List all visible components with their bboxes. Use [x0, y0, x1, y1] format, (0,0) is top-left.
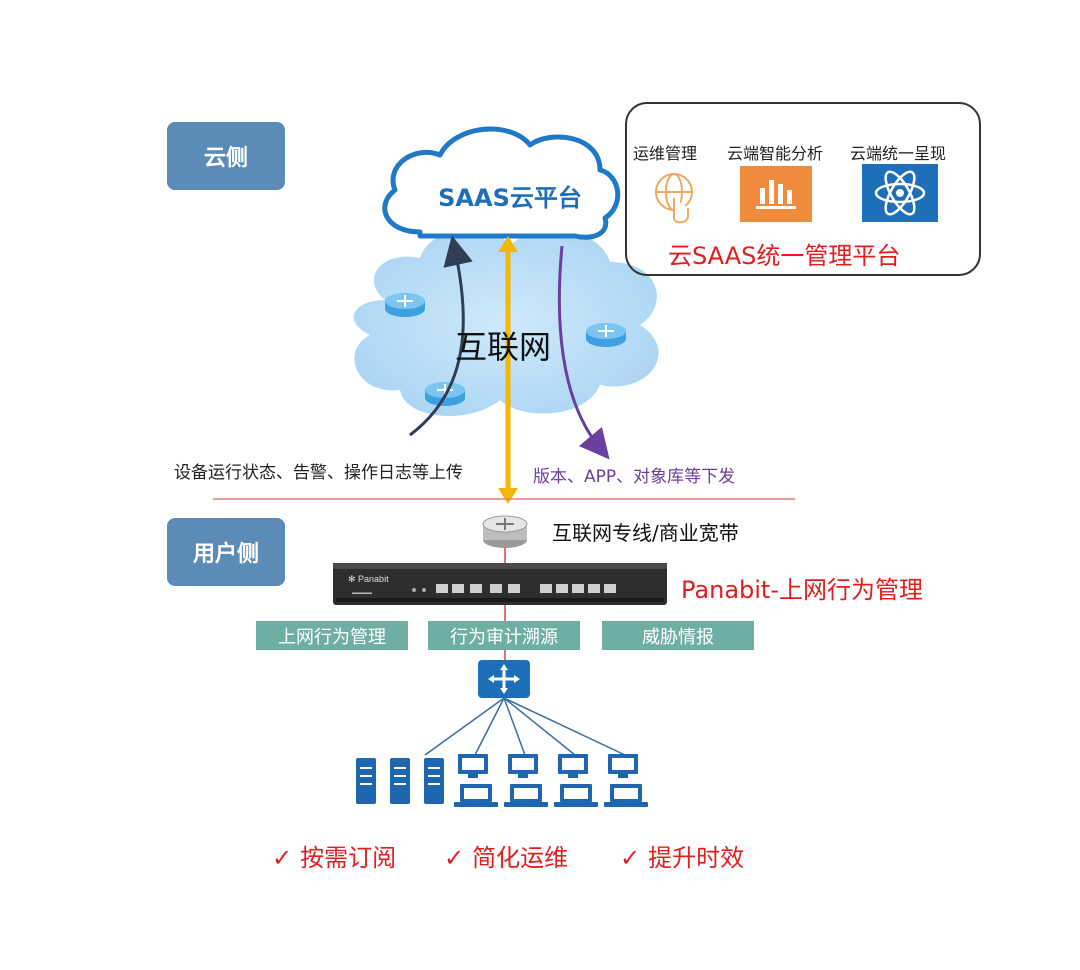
appliance-brand: ✻ Panabit: [348, 574, 389, 584]
upload-arrow: [409, 235, 473, 437]
switch-icon: [478, 660, 530, 698]
download-caption: 版本、APP、对象库等下发: [533, 467, 736, 487]
feature-tag: 上网行为管理: [256, 621, 408, 650]
user-side-label: 用户侧: [192, 542, 259, 567]
download-arrow: [557, 245, 610, 460]
panabit-appliance: ✻ Panabit ▬▬▬▬: [333, 563, 667, 605]
server-icon: [356, 758, 444, 804]
feature-tag: 行为审计溯源: [428, 621, 580, 650]
user-side-badge: 用户侧: [167, 518, 285, 586]
feature-tag: 威胁情报: [602, 621, 754, 650]
upload-caption: 设备运行状态、告警、操作日志等上传: [174, 463, 463, 483]
check-icon: ✓: [272, 844, 293, 872]
saas-cloud-label: SAAS云平台: [438, 184, 582, 212]
panel-item-label: 运维管理: [633, 144, 698, 163]
panel-item-label: 云端智能分析: [727, 144, 824, 163]
atom-icon: [862, 164, 938, 222]
benefit-item: ✓简化运维: [444, 844, 569, 872]
touch-globe-icon: [655, 173, 693, 224]
bar-chart-icon: [740, 166, 812, 222]
benefit-item: ✓按需订阅: [272, 844, 397, 872]
fanout-lines: [424, 697, 626, 756]
panel-item-label: 云端统一呈现: [850, 144, 947, 163]
internet-label: 互联网: [455, 328, 552, 366]
cloud-side-label: 云侧: [203, 146, 248, 171]
router-icon: [385, 293, 425, 317]
saas-platform-panel: [625, 102, 981, 276]
check-icon: ✓: [444, 844, 465, 872]
panel-title: 云SAAS统一管理平台: [668, 242, 901, 270]
desktop-icon: [458, 754, 638, 778]
router-icon: [586, 323, 626, 347]
cloud-side-badge: 云侧: [167, 122, 285, 190]
check-icon: ✓: [620, 844, 641, 872]
svg-text:▬▬▬▬: ▬▬▬▬: [352, 590, 372, 596]
device-label: Panabit-上网行为管理: [681, 576, 923, 604]
link-label: 互联网专线/商业宽带: [552, 521, 739, 545]
benefit-item: ✓提升时效: [620, 844, 745, 872]
saas-cloud-outline: [382, 126, 621, 240]
isp-router-icon: [482, 515, 528, 548]
sync-arrow: [498, 236, 518, 504]
